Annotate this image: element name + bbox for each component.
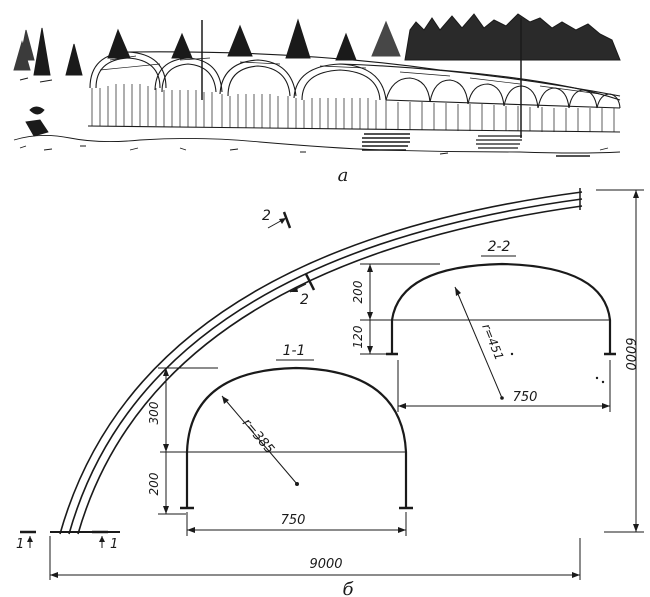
- svg-text:9000: 9000: [309, 557, 342, 572]
- svg-text:6000: 6000: [622, 337, 637, 370]
- section-2-2-title: 2-2: [488, 239, 511, 255]
- greenhouse-body: [87, 51, 621, 157]
- section-1-1-width: 750: [281, 513, 306, 528]
- section-1-1-wall-height: 200: [147, 472, 161, 495]
- section-2-2-arch-height: 200: [351, 280, 365, 303]
- svg-text:1: 1: [16, 537, 24, 552]
- section-mark-1-right: 1: [92, 530, 118, 552]
- ground-texture: [13, 106, 621, 155]
- section-1-1: 1-1 r=385 300 200: [147, 343, 413, 536]
- svg-text:2: 2: [262, 208, 271, 224]
- forest-background: [13, 13, 621, 83]
- section-2-2-radius: r=451: [479, 322, 506, 362]
- arch-drawing: 2 2 1 1 9000: [16, 188, 644, 597]
- svg-text:1: 1: [110, 537, 118, 552]
- side-arches: [385, 77, 621, 109]
- section-2-2-width: 750: [513, 390, 538, 405]
- main-arch: [59, 191, 583, 535]
- drawing-caption: б: [343, 579, 355, 597]
- section-1-1-profile: [185, 366, 408, 508]
- overall-span-dimension: 9000: [49, 536, 581, 580]
- section-2-2-profile: [390, 262, 612, 354]
- greenhouse-illustration: а: [13, 13, 621, 186]
- section-2-2: 2-2 r=451 200 120: [351, 239, 616, 412]
- section-1-1-arch-height: 300: [147, 401, 161, 424]
- roof-ribs: [99, 55, 601, 95]
- section-2-2-wall-height: 120: [351, 325, 365, 348]
- section-1-1-radius: r=385: [239, 416, 277, 457]
- photo-caption: а: [338, 165, 349, 186]
- section-mark-2-upper: 2: [262, 208, 292, 229]
- overall-height-dimension: 6000: [596, 189, 644, 533]
- section-mark-1-left: 1: [16, 530, 36, 552]
- section-mark-2-lower: 2: [289, 273, 316, 308]
- section-1-1-title: 1-1: [283, 343, 306, 359]
- glazing-bars: [91, 84, 615, 132]
- svg-text:2: 2: [300, 292, 309, 308]
